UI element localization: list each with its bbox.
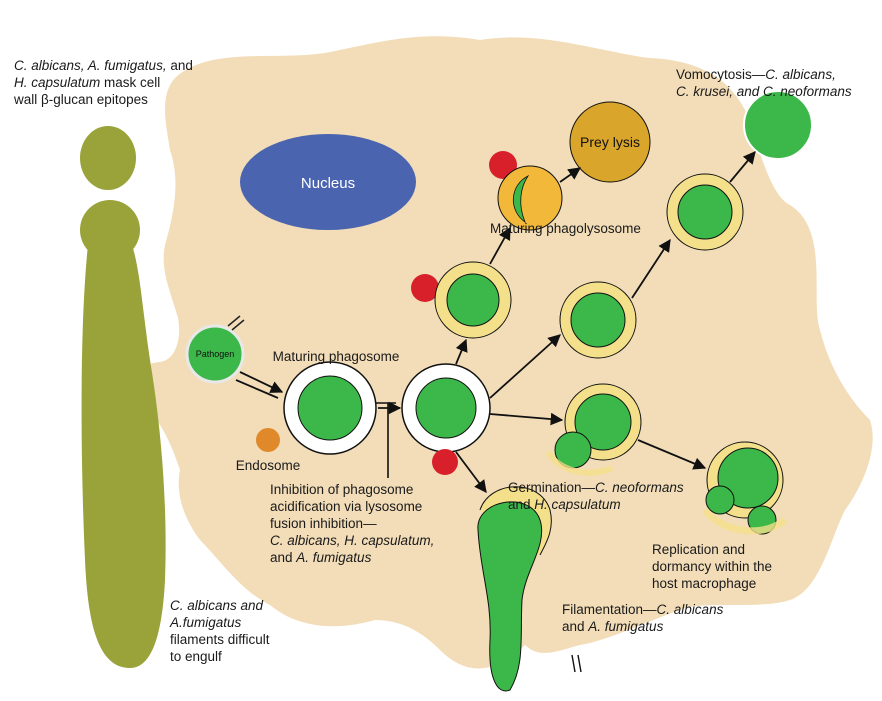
germination-halo xyxy=(545,450,614,476)
pathogen-label: Pathogen xyxy=(196,349,235,359)
vomocytosis-label-term: Vomocytosis— xyxy=(676,67,766,82)
filamentation-label-species-2: A. fumigatus xyxy=(587,619,663,634)
inhibition-label-line3: fusion inhibition— xyxy=(270,516,377,531)
inhibition-label: Inhibition of phagosome acidification vi… xyxy=(270,482,434,565)
arrow-to-filamentation xyxy=(455,451,487,494)
filamentation-label-and: and xyxy=(562,619,588,634)
filamentous-pathogen-filament xyxy=(81,245,166,668)
mask-label: C. albicans, A. fumigatus, and H. capsul… xyxy=(13,58,193,107)
inhibition-label-line2: acidification via lysosome xyxy=(270,499,422,514)
arrow-to-phagolysosome xyxy=(455,338,468,365)
svg-text:H. capsulatum mask cell: H. capsulatum mask cell xyxy=(14,75,160,90)
vomocytosis-pathogen xyxy=(677,184,733,240)
prey-lysis-cell xyxy=(569,101,651,183)
svg-text:Vomocytosis—C. albicans,: Vomocytosis—C. albicans, xyxy=(676,67,836,82)
engulf-tick-marks xyxy=(227,315,245,331)
inhibition-label-line4: C. albicans, H. capsulatum, xyxy=(270,533,434,548)
arrow-to-replication xyxy=(637,439,707,470)
digested-pathogen-crescent xyxy=(512,174,530,224)
lysosome-2 xyxy=(411,274,439,302)
svg-text:and H. capsulatum: and H. capsulatum xyxy=(508,497,621,512)
mask-label-line2-text: mask cell xyxy=(100,75,160,90)
arrow-to-germination xyxy=(489,412,564,426)
replication-label-line2: dormancy within the xyxy=(652,559,772,574)
lysosome-3 xyxy=(432,449,458,475)
replication-label-line1: Replication and xyxy=(652,542,745,557)
phagosome-1-pathogen xyxy=(297,375,363,441)
replication-daughter-1 xyxy=(705,485,735,515)
svg-text:and A. fumigatus: and A. fumigatus xyxy=(562,619,664,634)
endosome-label: Endosome xyxy=(236,458,301,473)
vomocytosis-label: Vomocytosis—C. albicans, C. krusei, and … xyxy=(676,67,852,99)
svg-text:Filamentation—C. albicans: Filamentation—C. albicans xyxy=(562,602,724,617)
filaments-label-line1: C. albicans and xyxy=(170,598,264,613)
replication-label: Replication and dormancy within the host… xyxy=(652,542,772,591)
filaments-label-line3: filaments difficult xyxy=(170,632,270,647)
endosome xyxy=(256,428,280,452)
filamentation-label-species-1: C. albicans xyxy=(657,602,724,617)
mask-label-line3: wall β-glucan epitopes xyxy=(13,92,148,107)
pathway-arrows xyxy=(235,151,756,494)
vomocytosis-label-species-1: C. albicans, xyxy=(765,67,836,82)
expelled-pathogen xyxy=(743,90,813,160)
filamentation-hypha xyxy=(477,501,543,692)
filamentation-label-term: Filamentation— xyxy=(562,602,657,617)
maturing-phagosome-label: Maturing phagosome xyxy=(273,349,400,364)
germination-label-species-2: H. capsulatum xyxy=(534,497,620,512)
mask-label-line2-species: H. capsulatum xyxy=(14,75,100,90)
arrow-to-right-phagosome xyxy=(489,334,561,399)
arrow-to-maturing-phagolysosome xyxy=(489,226,511,265)
pathogen-cell xyxy=(185,324,245,384)
nucleus xyxy=(240,134,416,230)
germination-pathogen xyxy=(574,393,632,451)
arrow-pathogen-to-phagosome xyxy=(239,371,284,393)
filaments-label-line4: to engulf xyxy=(170,649,222,664)
maturing-phagolysosome xyxy=(497,165,563,231)
inhibition-label-line1: Inhibition of phagosome xyxy=(270,482,413,497)
phagosome-2-pathogen xyxy=(415,377,477,439)
replication-label-line3: host macrophage xyxy=(652,576,756,591)
maturing-phagolysosome-label: Maturing phagolysosome xyxy=(490,221,641,236)
mask-label-line1-species: C. albicans, A. fumigatus, xyxy=(14,58,167,73)
arrow-to-expelled xyxy=(729,151,756,183)
inhibition-label-line5-and: and xyxy=(270,550,296,565)
svg-text:and A. fumigatus: and A. fumigatus xyxy=(270,550,372,565)
germination-label-and: and xyxy=(508,497,534,512)
svg-text:Germination—C. neoformans: Germination—C. neoformans xyxy=(508,480,684,495)
germination-label-term: Germination— xyxy=(508,480,596,495)
prey-lysis-label: Prey lysis xyxy=(580,134,640,150)
mask-label-line1-and: and xyxy=(167,58,193,73)
phagolysosome-pathogen xyxy=(446,273,500,327)
nucleus-label: Nucleus xyxy=(301,175,355,192)
arrow-to-vomocytosis xyxy=(631,238,671,299)
vomocytosis-label-line2: C. krusei, and C. neoformans xyxy=(676,84,852,99)
bottom-tick-marks xyxy=(571,654,582,673)
inhibition-label-line5-species: A. fumigatus xyxy=(295,550,371,565)
filamentation-label: Filamentation—C. albicans and A. fumigat… xyxy=(562,602,724,634)
arrow-to-prey-lysis xyxy=(559,167,582,183)
filaments-engulf-label: C. albicans and A.fumigatus filaments di… xyxy=(169,598,270,664)
filamentous-pathogen-head xyxy=(80,126,136,190)
replication-pathogen xyxy=(717,447,779,509)
germination-label-species-1: C. neoformans xyxy=(595,480,684,495)
arrow-pathogen-to-phagosome-2 xyxy=(235,379,279,399)
filaments-label-line2: A.fumigatus xyxy=(169,615,242,630)
phagosome-right-pathogen xyxy=(570,292,626,348)
lysosome-1 xyxy=(489,151,517,179)
germination-label: Germination—C. neoformans and H. capsula… xyxy=(508,480,684,512)
replication-halo xyxy=(702,507,788,535)
svg-text:C. albicans, A. fumigatus, and: C. albicans, A. fumigatus, and xyxy=(14,58,193,73)
inhibition-bar xyxy=(376,402,396,478)
